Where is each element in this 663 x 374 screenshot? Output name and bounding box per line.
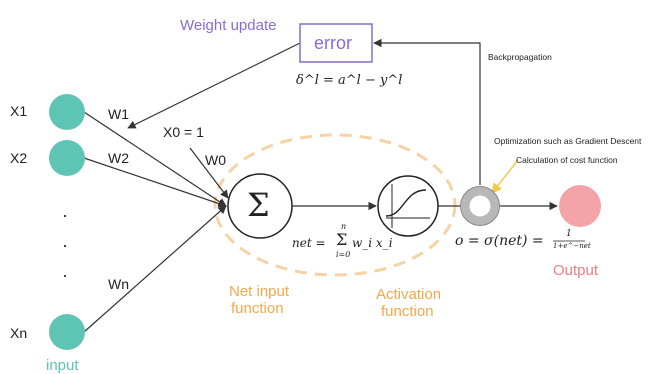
net-formula-left: net = <box>292 236 326 250</box>
sum-symbol: Σ <box>247 186 270 224</box>
input-caption: input <box>46 357 79 374</box>
net-caption-2: function <box>231 300 284 317</box>
arrow-weight-update <box>127 42 301 129</box>
arrow-bias-sum <box>189 147 229 199</box>
activation-node <box>377 175 439 237</box>
arrow-xn-sum <box>83 205 227 333</box>
net-sum-term: w_i x_i <box>352 236 393 250</box>
activation-caption-1: Activation <box>376 286 442 303</box>
input-node-xn <box>49 314 85 350</box>
error-formula-text: δ^l = a^l − y^l <box>296 73 403 88</box>
output-caption: Output <box>553 262 599 279</box>
backprop-path <box>373 38 481 185</box>
arrow-optimizer-note <box>491 159 519 194</box>
optimizer-ring <box>460 186 500 226</box>
label-wn: Wn <box>108 276 129 292</box>
label-x1: X1 <box>10 103 28 119</box>
input-node-x1 <box>49 94 85 130</box>
optimizer-note-2: Calculation of cost function <box>516 155 618 165</box>
output-fraction-den: 1+e^−net <box>553 242 591 250</box>
output-fraction-num: 1 <box>566 229 572 239</box>
dot-3: · <box>62 265 68 285</box>
output-formula: o = σ(net) = <box>455 233 544 249</box>
error-label: error <box>314 33 353 53</box>
input-node-x2 <box>49 140 85 176</box>
net-sum-bottom: i=0 <box>336 250 351 259</box>
output-node <box>559 185 601 227</box>
error-formula: δ^l = a^l − y^l <box>296 73 402 88</box>
optimizer-note-1: Optimization such as Gradient Descent <box>494 136 642 146</box>
label-w2: W2 <box>108 150 129 166</box>
label-xn: Xn <box>10 325 28 341</box>
label-bias: X0 = 1 <box>163 124 204 140</box>
net-sum-sign: Σ <box>336 230 348 249</box>
net-sum-top: n <box>341 222 347 231</box>
net-caption-1: Net input <box>229 283 290 300</box>
dot-1: · <box>62 205 68 225</box>
dot-2: · <box>62 235 68 255</box>
backprop-label: Backpropagation <box>488 52 552 62</box>
label-w1: W1 <box>108 106 129 122</box>
error-box <box>299 23 373 63</box>
sigmoid-icon <box>385 184 430 228</box>
label-w0: W0 <box>205 152 226 168</box>
label-x2: X2 <box>10 150 28 166</box>
arrow-x2-sum <box>83 157 227 208</box>
activation-caption-2: function <box>381 303 434 320</box>
weight-update-label: Weight update <box>180 17 277 34</box>
optimizer-ring-outline <box>460 186 500 226</box>
sum-node <box>227 173 293 239</box>
arrow-x1-sum <box>83 111 227 207</box>
dashed-ellipse <box>213 133 457 277</box>
